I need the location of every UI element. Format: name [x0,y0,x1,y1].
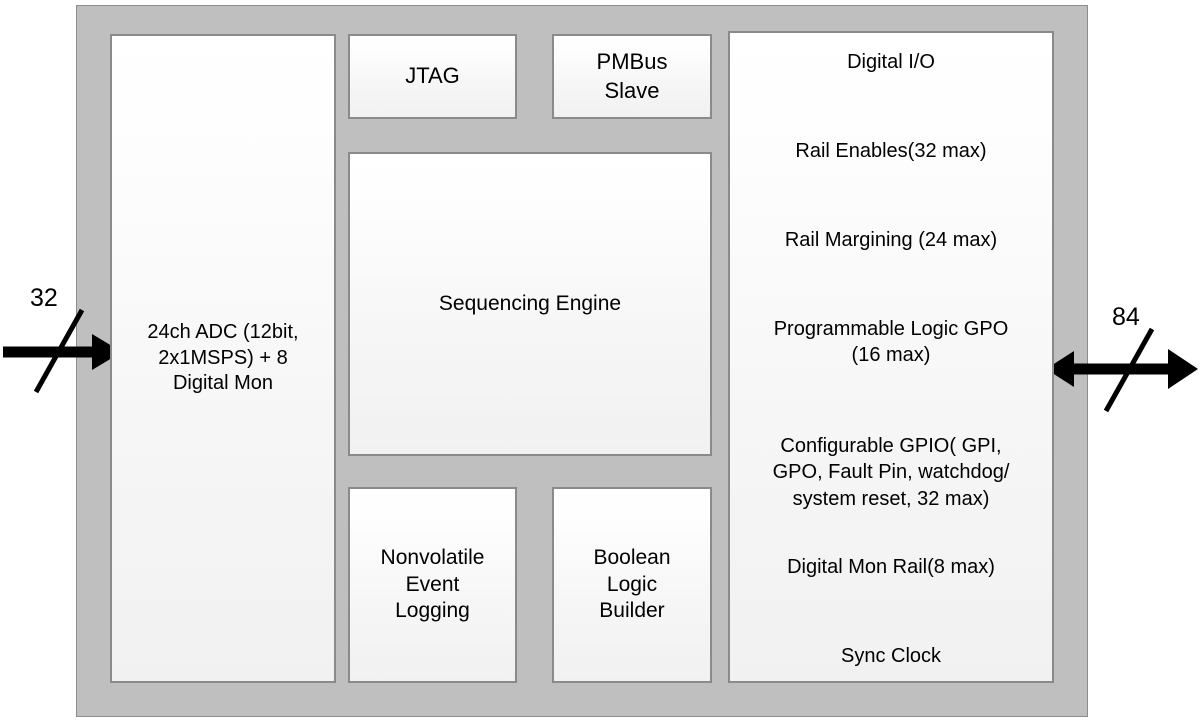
input-bus-label: 32 [30,284,58,312]
output-bus-label: 84 [1112,303,1140,331]
digital-io-line-title: Digital I/O [847,51,935,73]
block-nonvolatile-event-logging-label: Nonvolatile Event Logging [380,545,485,623]
block-adc[interactable]: 24ch ADC (12bit, 2x1MSPS) + 8 Digital Mo… [110,34,336,683]
digital-io-line-configurable-gpio: Configurable GPIO( GPI, GPO, Fault Pin, … [772,435,1010,510]
block-jtag[interactable]: JTAG [348,34,517,119]
block-sequencing-engine-label: Sequencing Engine [438,291,622,315]
digital-io-line-programmable-logic-gpo: Programmable Logic GPO (16 max) [773,318,1009,367]
block-digital-io[interactable]: Digital I/O Rail Enables(32 max) Rail Ma… [728,31,1054,683]
digital-io-line-digital-mon-rail: Digital Mon Rail(8 max) [787,556,995,578]
block-boolean-logic-builder[interactable]: Boolean Logic Builder [552,487,712,683]
block-pmbus-slave-label: PMBus Slave [596,49,668,103]
block-adc-label: 24ch ADC (12bit, 2x1MSPS) + 8 Digital Mo… [147,321,299,395]
output-bus-arrow [1046,327,1198,413]
digital-io-line-sync-clock: Sync Clock [840,645,942,667]
block-pmbus-slave[interactable]: PMBus Slave [552,34,712,119]
input-bus-arrow [3,308,122,394]
block-nonvolatile-event-logging[interactable]: Nonvolatile Event Logging [348,487,517,683]
block-jtag-label: JTAG [405,63,460,89]
block-sequencing-engine[interactable]: Sequencing Engine [348,152,712,456]
digital-io-text-stack: Digital I/O Rail Enables(32 max) Rail Ma… [730,33,1052,681]
digital-io-line-rail-margining: Rail Margining (24 max) [784,229,998,251]
block-boolean-logic-builder-label: Boolean Logic Builder [593,545,671,623]
digital-io-line-rail-enables: Rail Enables(32 max) [795,140,987,162]
